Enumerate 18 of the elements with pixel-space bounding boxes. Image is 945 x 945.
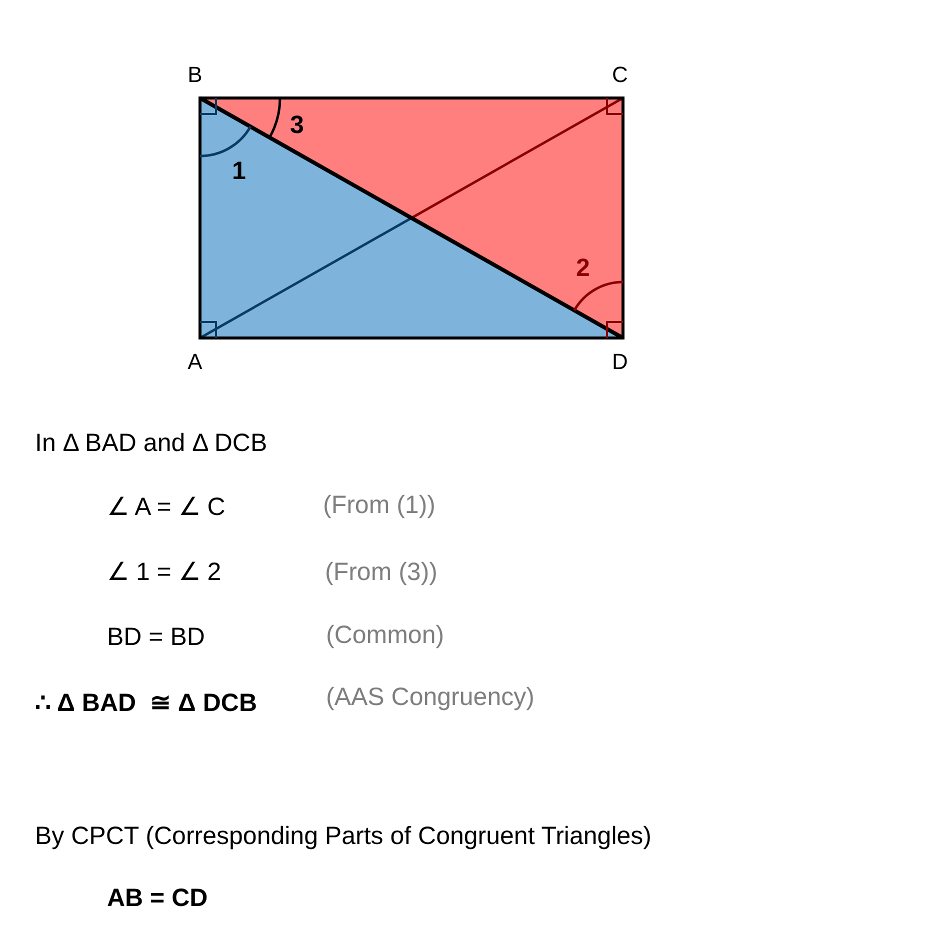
statement-text: By CPCT (Corresponding Parts of Congruent Triangles) [35, 821, 652, 851]
result-text: AB = CD [107, 883, 208, 913]
vertex-label: C [612, 62, 628, 88]
angle-number: 3 [290, 110, 304, 140]
angle-number: 1 [232, 156, 246, 186]
proof-step: ∠ A = ∠ C [107, 492, 226, 522]
statement-text: In Δ BAD and Δ DCB [35, 428, 268, 458]
proof-step: BD = BD [107, 622, 205, 652]
reason-text: (From (1)) [323, 490, 436, 520]
angle-number: 2 [576, 253, 590, 283]
vertex-label: D [612, 348, 628, 376]
proof-step: ∠ 1 = ∠ 2 [107, 557, 222, 587]
reason-text: (AAS Congruency) [326, 682, 534, 712]
vertex-label: B [188, 62, 202, 88]
reason-text: (Common) [326, 620, 444, 650]
vertex-label: A [188, 348, 202, 376]
reason-text: (From (3)) [325, 557, 438, 587]
conclusion-text: ∴ Δ BAD ≅ Δ DCB [35, 688, 258, 718]
